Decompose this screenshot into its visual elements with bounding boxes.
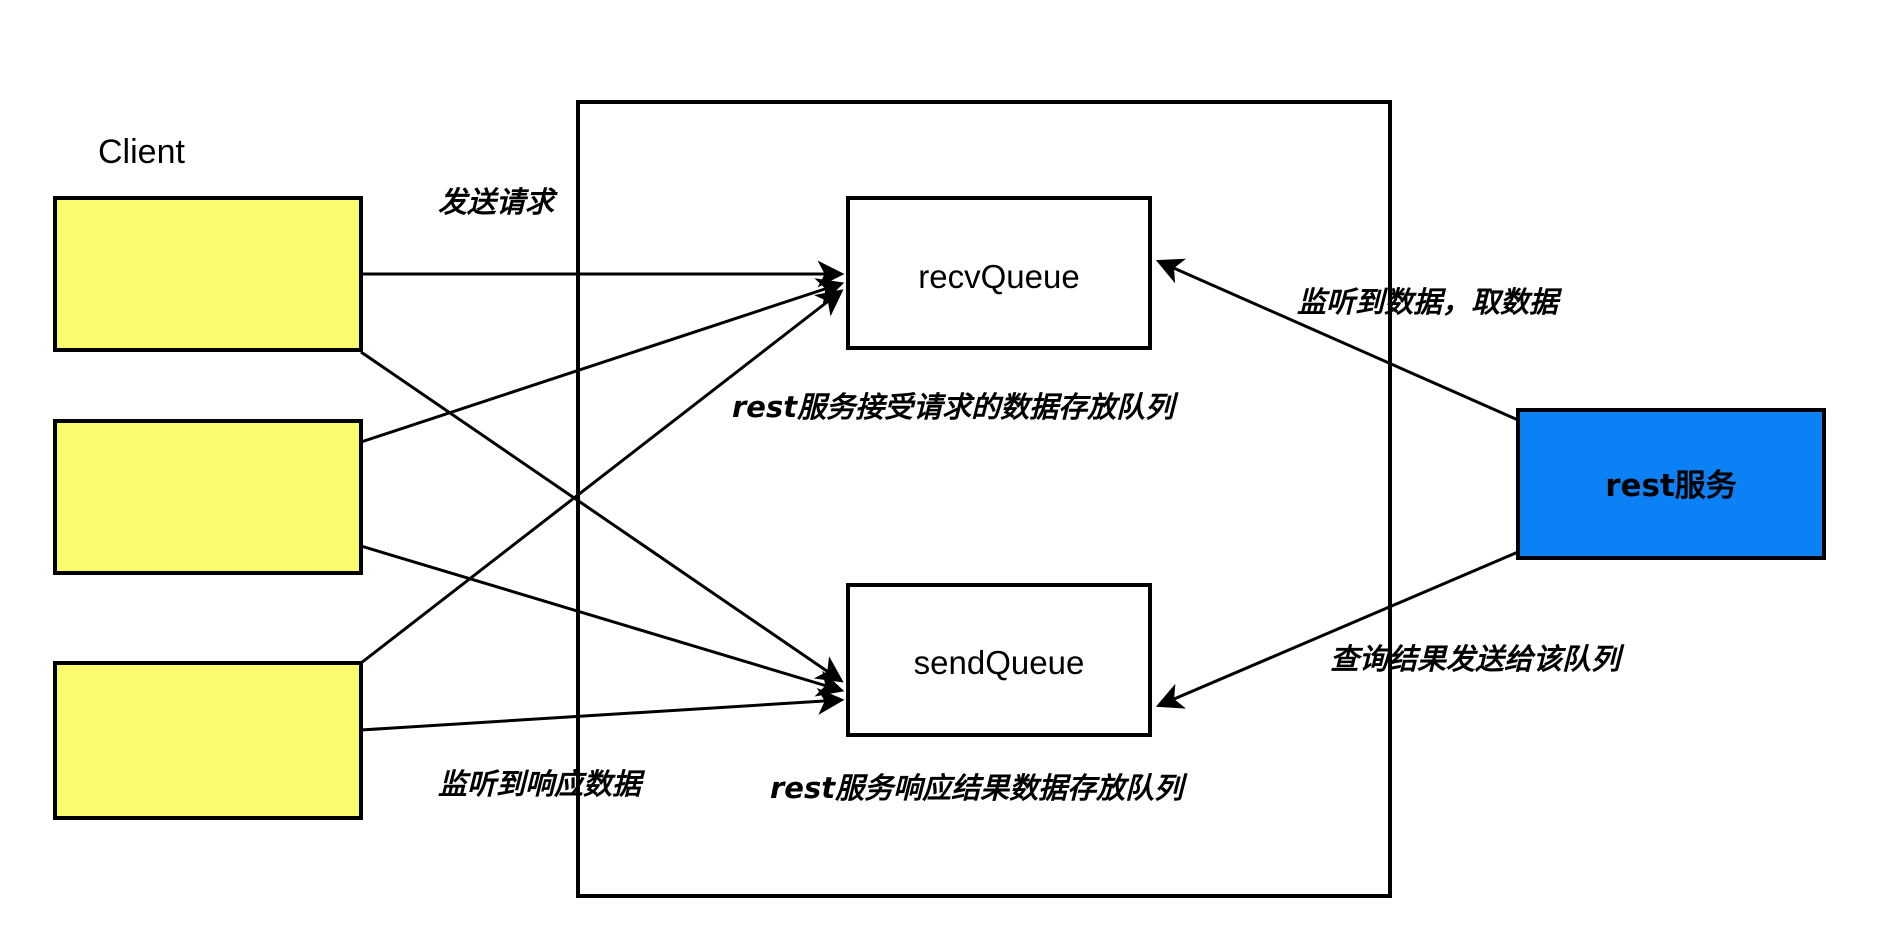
label-listen-take-data: 监听到数据，取数据 xyxy=(1297,285,1563,319)
label-listen-response: 监听到响应数据 xyxy=(438,767,646,801)
client-box-1[interactable] xyxy=(53,196,363,352)
rest-service-box[interactable] xyxy=(1516,408,1826,560)
edge-restservice-to-sendqueue xyxy=(1155,550,1519,709)
caption-recv-queue: rest服务接受请求的数据存放队列 xyxy=(732,390,1179,424)
rest-service-label: rest服务 xyxy=(1605,468,1737,504)
recv-queue-box[interactable] xyxy=(846,196,1152,350)
edge-client2-to-sendqueue xyxy=(360,544,845,697)
send-queue-label: sendQueue xyxy=(914,644,1085,681)
client-box-3[interactable] xyxy=(53,661,363,820)
client-box-2[interactable] xyxy=(53,419,363,575)
caption-send-queue: rest服务响应结果数据存放队列 xyxy=(770,771,1188,805)
label-query-result-to-queue: 查询结果发送给该队列 xyxy=(1330,642,1625,676)
label-send-request: 发送请求 xyxy=(438,185,558,219)
edge-client2-to-recvqueue xyxy=(360,278,845,444)
edge-restservice-to-recvqueue xyxy=(1155,258,1519,422)
send-queue-box[interactable] xyxy=(846,583,1152,737)
edge-client1-to-sendqueue xyxy=(360,350,844,683)
edge-client3-to-sendqueue xyxy=(360,687,845,732)
recv-queue-label: recvQueue xyxy=(918,258,1079,295)
client-group-label: Client xyxy=(98,133,185,171)
edge-client3-to-recvqueue xyxy=(360,289,844,665)
